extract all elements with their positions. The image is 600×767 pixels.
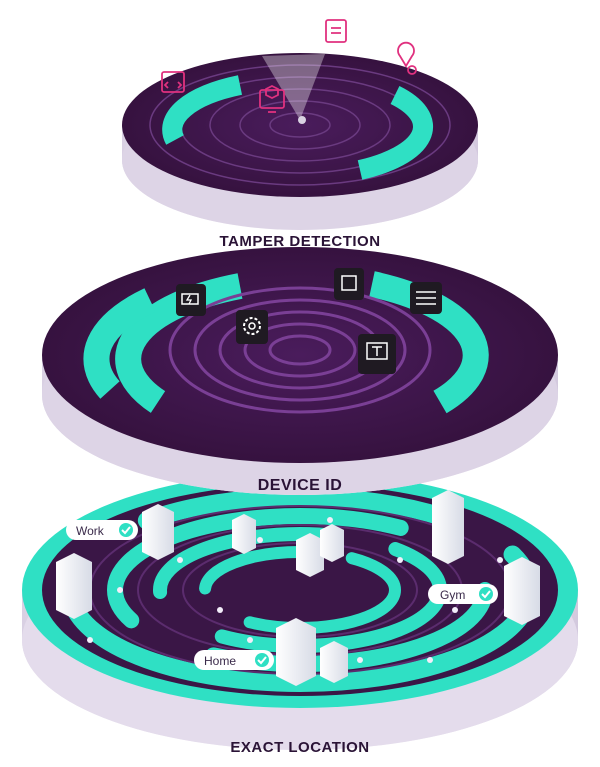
location-layer: Work Gym Home EXACT LOCATION [22,472,578,756]
monitor-box-icon [259,84,285,113]
pin-work: Work [66,520,138,540]
battery-icon [176,284,206,316]
check-icon [257,656,267,665]
pin-home-label: Home [204,654,236,668]
tamper-layer: TAMPER DETECTION [122,19,478,250]
settings-sliders-icon [410,282,442,314]
pin-home: Home [194,650,274,670]
pin-gym-label: Gym [440,588,465,602]
location-blocked-icon [397,41,417,75]
tamper-layer-label: TAMPER DETECTION [219,233,380,250]
radar-sweep [262,54,325,120]
screen-frame-icon [334,268,364,300]
check-icon [481,590,491,599]
chat-text-icon [358,334,396,374]
check-icon [121,526,131,535]
gear-icon [236,310,268,344]
location-layer-label: EXACT LOCATION [230,739,369,756]
city-buildings [56,490,540,686]
pin-work-label: Work [76,524,105,538]
pin-gym: Gym [428,584,498,604]
device-layer-label: DEVICE ID [258,477,343,494]
device-layer: DEVICE ID [42,247,558,495]
printer-icon [325,19,347,43]
fingerprint-graphic [168,286,432,414]
code-window-icon [161,71,185,93]
